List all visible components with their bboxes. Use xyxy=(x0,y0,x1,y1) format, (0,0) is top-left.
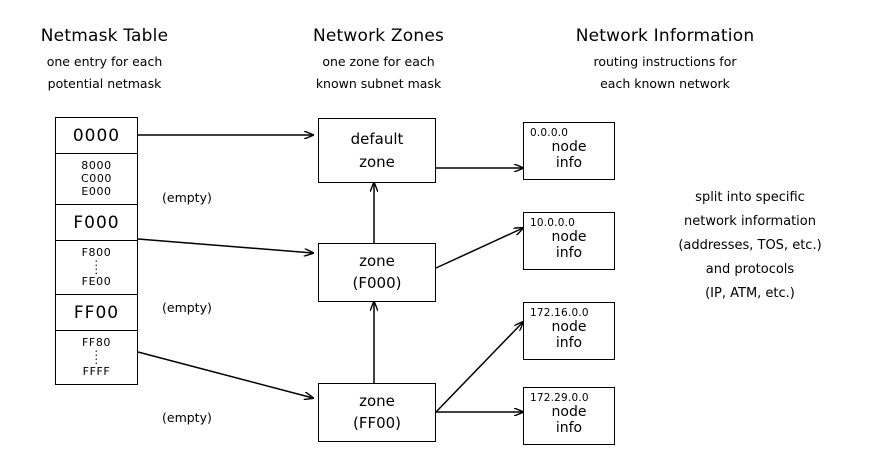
network-info-box-1[interactable]: 10.0.0.0 node info xyxy=(523,212,615,270)
side-note-line-4: and protocols xyxy=(705,262,795,277)
heading-subtitle-line1: routing instructions for xyxy=(593,54,737,69)
heading-subtitle-line2: potential netmask xyxy=(47,75,162,91)
heading-subtitle-line2: known subnet mask xyxy=(315,75,442,91)
netmask-entry-range-ff80-ffff: FF80 : : FFFF xyxy=(56,331,137,384)
heading-subtitle-line2: each known network xyxy=(600,75,730,91)
range-ellipsis-dot: : xyxy=(94,264,99,277)
link-zone-ff00-to-net-172-16 xyxy=(435,322,523,413)
empty-label-3: (empty) xyxy=(162,410,212,425)
netmask-entry-ff00[interactable]: FF00 xyxy=(56,295,137,331)
zone-line-2: (F000) xyxy=(352,274,402,292)
zone-line-1: zone xyxy=(359,252,395,270)
side-note-line-2: network information xyxy=(684,214,816,229)
zone-line-1: zone xyxy=(359,392,395,410)
heading-title: Network Information xyxy=(575,26,755,46)
network-info-line-info: info xyxy=(555,420,583,436)
zone-line-2: (FF00) xyxy=(352,414,402,432)
column-heading-network-zones: Network Zones one zone for each known su… xyxy=(281,28,476,99)
network-info-line-node: node xyxy=(551,319,587,335)
range-ellipsis-dot: : xyxy=(94,256,99,269)
range-mid: C000 xyxy=(80,172,113,185)
range-last: FFFF xyxy=(82,365,111,378)
network-address: 172.29.0.0 xyxy=(530,392,589,404)
netmask-entry-f000[interactable]: F000 xyxy=(56,205,137,241)
netmask-entry-0000[interactable]: 0000 xyxy=(56,118,137,154)
network-info-line-info: info xyxy=(555,155,583,171)
side-note-line-5: (IP, ATM, etc.) xyxy=(705,286,795,301)
link-ff00-to-zone-ff00 xyxy=(137,351,313,398)
range-first: FF80 xyxy=(81,336,112,349)
side-note-line-1: split into specific xyxy=(695,190,805,205)
netmask-entry-range-f800-fe00: F800 : : FE00 xyxy=(56,241,137,295)
zone-line-1: default xyxy=(350,130,404,148)
zone-box-default[interactable]: default zone xyxy=(318,118,436,183)
empty-label-2: (empty) xyxy=(162,300,212,315)
link-zone-f000-to-net-10 xyxy=(435,228,523,269)
network-info-line-node: node xyxy=(551,229,587,245)
range-ellipsis-dot: : xyxy=(94,346,99,359)
range-ellipsis-dot: : xyxy=(94,354,99,367)
network-info-line-node: node xyxy=(551,404,587,420)
network-address: 0.0.0.0 xyxy=(530,127,569,139)
network-address: 172.16.0.0 xyxy=(530,307,589,319)
zone-line-2: zone xyxy=(359,153,395,171)
side-note: split into specific network information … xyxy=(637,186,863,306)
netmask-entry-range-8000-e000: 8000 C000 E000 xyxy=(56,154,137,205)
side-note-line-3: (addresses, TOS, etc.) xyxy=(678,238,822,253)
heading-subtitle-line1: one zone for each xyxy=(322,54,435,69)
network-info-box-0[interactable]: 0.0.0.0 node info xyxy=(523,122,615,180)
column-heading-network-information: Network Information routing instructions… xyxy=(545,28,785,99)
zone-box-ff00[interactable]: zone (FF00) xyxy=(318,383,436,442)
range-first: F800 xyxy=(81,246,112,259)
heading-title: Netmask Table xyxy=(40,26,169,46)
network-address: 10.0.0.0 xyxy=(530,217,576,229)
network-info-line-info: info xyxy=(555,245,583,261)
heading-title: Network Zones xyxy=(312,26,445,46)
range-last: FE00 xyxy=(81,275,112,288)
range-last: E000 xyxy=(81,185,112,198)
empty-label-1: (empty) xyxy=(162,190,212,205)
link-f000-to-zone-f000 xyxy=(137,238,313,253)
network-info-line-node: node xyxy=(551,139,587,155)
column-heading-netmask-table: Netmask Table one entry for each potenti… xyxy=(12,28,197,99)
range-first: 8000 xyxy=(81,159,112,172)
heading-subtitle-line1: one entry for each xyxy=(46,54,163,69)
zone-box-f000[interactable]: zone (F000) xyxy=(318,243,436,302)
netmask-table: 0000 8000 C000 E000 F000 F800 : : FE00 F… xyxy=(55,117,138,385)
network-info-box-3[interactable]: 172.29.0.0 node info xyxy=(523,387,615,445)
network-info-line-info: info xyxy=(555,335,583,351)
network-info-box-2[interactable]: 172.16.0.0 node info xyxy=(523,302,615,360)
